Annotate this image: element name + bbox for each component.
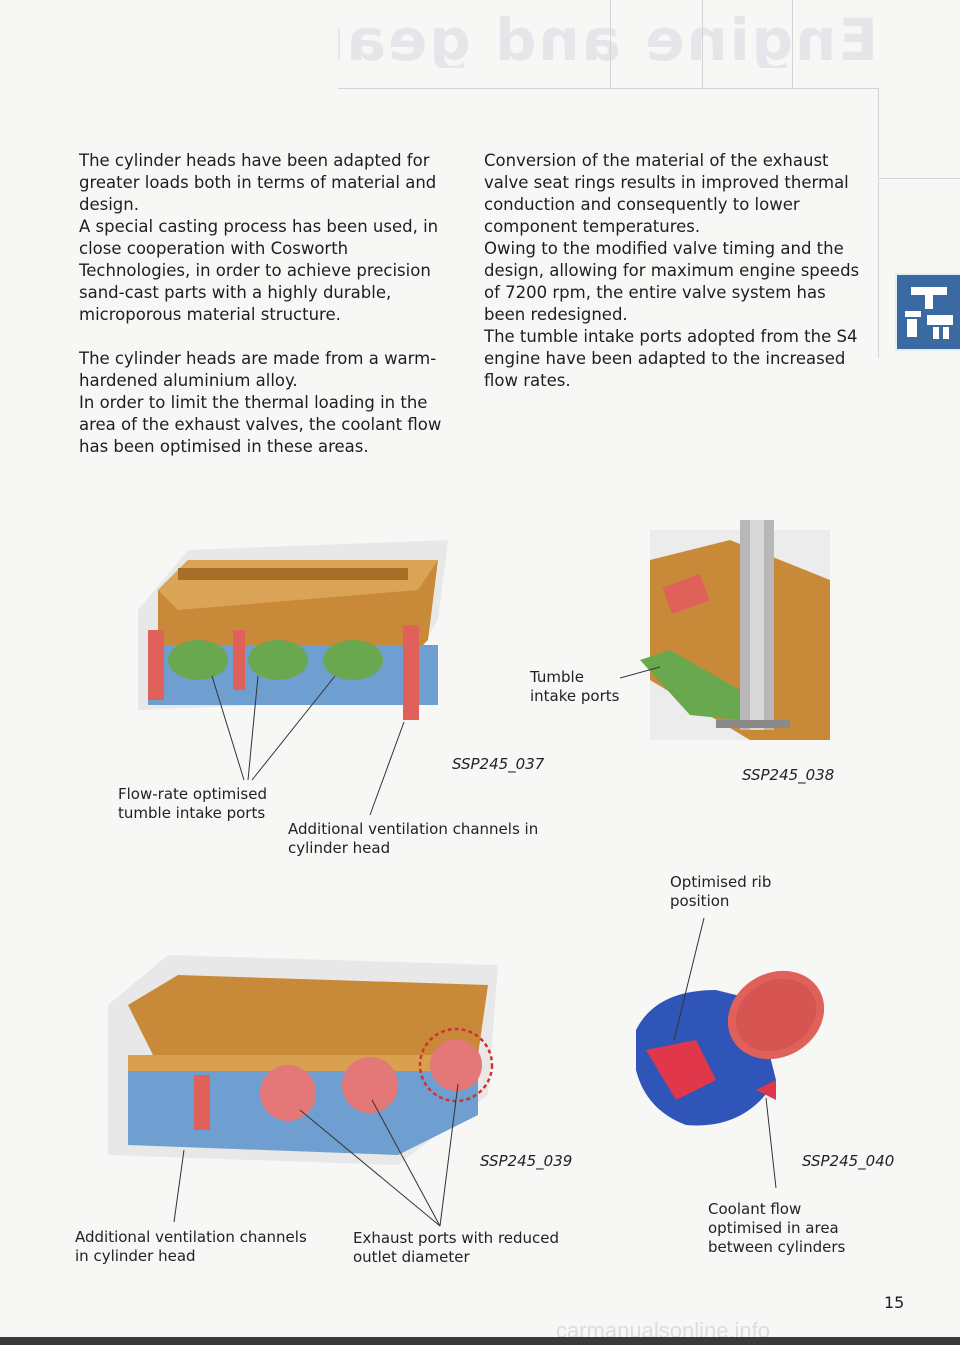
paragraph: The cylinder heads are made from a warm-… xyxy=(79,349,437,390)
header-grid-line xyxy=(878,178,960,179)
tumble-port-section-illustration xyxy=(640,520,830,740)
callout-ventilation-channels: Additional ventilation channels in cylin… xyxy=(75,1228,307,1265)
callout-ventilation-channels: Additional ventilation channels in cylin… xyxy=(288,820,539,857)
figure-id: SSP245_039 xyxy=(480,1152,573,1170)
paragraph: Conversion of the material of the exhaus… xyxy=(484,151,849,236)
paragraph: A special casting process has been used,… xyxy=(79,217,439,324)
cylinder-head-exhaust-illustration xyxy=(108,955,498,1165)
rib-position-illustration xyxy=(636,970,825,1126)
paragraph: In order to limit the thermal loading in… xyxy=(79,393,442,456)
figure-id: SSP245_040 xyxy=(802,1152,895,1170)
body-text-left: The cylinder heads have been adapted for… xyxy=(79,150,451,458)
header-grid-line xyxy=(792,0,793,88)
paragraph: The cylinder heads have been adapted for… xyxy=(79,151,437,214)
header-grid-line xyxy=(702,0,703,88)
figure-id: SSP245_038 xyxy=(742,766,835,784)
cylinder-head-intake-illustration xyxy=(138,540,448,720)
header-grid-line xyxy=(338,88,878,89)
callout-tumble-ports: Tumble intake ports xyxy=(530,668,620,705)
callout-exhaust-ports: Exhaust ports with reduced outlet diamet… xyxy=(353,1229,560,1266)
page-bottom-edge xyxy=(0,1337,960,1345)
callout-coolant-flow: Coolant flow optimised in area between c… xyxy=(708,1200,846,1256)
callout-rib-position: Optimised rib position xyxy=(670,873,772,910)
engine-section-tab-icon xyxy=(895,273,960,351)
paragraph: The tumble intake ports adopted from the… xyxy=(484,327,858,390)
header-grid-line xyxy=(610,0,611,88)
page-number: 15 xyxy=(884,1293,905,1312)
figure-id: SSP245_037 xyxy=(452,755,545,773)
callout-flow-rate-ports: Flow-rate optimised tumble intake ports xyxy=(118,785,267,822)
body-text-right: Conversion of the material of the exhaus… xyxy=(484,150,862,392)
paragraph: Owing to the modified valve timing and t… xyxy=(484,239,860,324)
header-grid-line xyxy=(878,88,879,358)
